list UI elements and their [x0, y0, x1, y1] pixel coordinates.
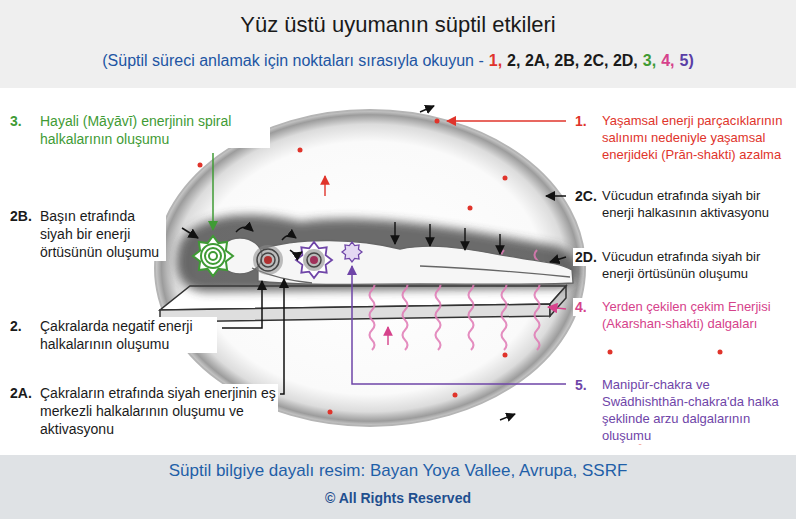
aura-ellipse: [155, 110, 585, 426]
callout-number: 5.: [573, 376, 589, 394]
bed-slab: [550, 286, 566, 316]
manipur-chakra: [307, 253, 321, 267]
red-dots: [503, 353, 508, 358]
leader-lines: [182, 121, 566, 394]
flow-arrows: [236, 106, 515, 420]
red-dots: [718, 350, 723, 355]
diagram-title: Yüz üstü uyumanın süptil etkileri: [0, 12, 796, 38]
callout-text: Çakralarda negatif enerji halkalarının o…: [38, 317, 217, 353]
leader-lines: [546, 195, 566, 197]
sequence-number: 1,: [489, 51, 502, 71]
leader-lines: [182, 228, 198, 238]
red-dots: [198, 163, 203, 168]
caption: Süptil bilgiye dayalı resim: Bayan Yoya …: [0, 460, 796, 481]
sequence-number: 2, 2A, 2B, 2C, 2D,: [507, 51, 638, 71]
spiral-chakra: [209, 252, 217, 260]
manipur-chakra: [310, 256, 318, 264]
manipur-chakra: [296, 242, 332, 278]
callout-number: 4.: [573, 298, 589, 316]
red-dots: [435, 119, 440, 124]
wave-up-arrow: [387, 327, 388, 345]
spiral-chakra: [205, 248, 221, 264]
callout-text: Başın etrafında siyah bir enerji örtüsün…: [38, 207, 166, 261]
callout-text: Hayali (Māyāvī) enerjinin spiral halkala…: [38, 112, 270, 148]
negative-chakra: [264, 256, 272, 264]
red-dots: [328, 410, 333, 415]
copyright-note: © All Rights Reserved: [0, 489, 796, 507]
callout-text: Manipūr-chakra ve Swādhishthān-chakra'da…: [600, 376, 790, 444]
leader-lines: [212, 153, 214, 230]
spiral-chakra: [193, 236, 233, 276]
negative-chakra: [253, 245, 283, 275]
flow-arrows: [282, 235, 296, 240]
negative-chakra: [261, 253, 275, 267]
swadhishthan-chakra: [342, 242, 362, 262]
flow-arrows: [464, 228, 465, 250]
negative-chakra: [257, 249, 279, 271]
callout-text: Vücudun etrafında siyah bir enerji halka…: [600, 187, 790, 221]
spiral-chakra: [201, 244, 225, 268]
spiral-chakra: [193, 236, 233, 276]
lying-body: [420, 266, 570, 277]
header-band: [0, 0, 796, 88]
flow-arrows: [429, 224, 430, 246]
lying-body: [218, 238, 573, 284]
callout-number: 1.: [573, 112, 589, 130]
callout-number: 2A.: [8, 384, 34, 402]
callout-text: Vücudun etrafında siyah bir enerji örtüs…: [600, 248, 790, 282]
red-dots: [468, 206, 473, 211]
energy-up-arrow: [324, 176, 325, 196]
flow-arrows: [236, 227, 253, 232]
red-dots: [298, 148, 303, 153]
sequence-number: 3,: [643, 51, 656, 71]
callout-number: 2D.: [573, 248, 599, 266]
leader-lines: [222, 281, 262, 328]
leader-lines: [280, 279, 284, 394]
manipur-chakra: [296, 242, 332, 278]
callout-number: 3.: [8, 112, 24, 130]
callout-number: 2.: [8, 317, 24, 335]
red-dots: [503, 176, 508, 181]
leader-lines: [548, 307, 566, 309]
flow-arrows: [499, 234, 500, 254]
callout-number: 2B.: [8, 207, 34, 225]
flow-arrows: [394, 222, 395, 244]
negative-chakra: [253, 245, 283, 275]
lying-body: [258, 240, 573, 284]
leader-lines: [352, 266, 566, 384]
sequence-number: 5): [680, 51, 694, 71]
leader-lines: [447, 120, 566, 122]
bed-slab: [160, 304, 550, 322]
red-dots: [453, 393, 458, 398]
body-shadow: [177, 215, 577, 292]
callout-text: Yaşamsal enerji parçacıklarının salınımı…: [600, 112, 790, 163]
sequence-number: 4,: [661, 51, 674, 71]
manipur-chakra: [303, 249, 325, 271]
callout-text: Çakraların etrafında siyah enerjinin eş …: [38, 384, 278, 438]
flow-arrows: [420, 106, 434, 112]
leader-lines: [550, 257, 566, 262]
flow-arrows: [500, 414, 515, 420]
swadhishthan-chakra: [342, 242, 362, 262]
subtitle-text: (Süptil süreci anlamak için noktaları sı…: [102, 51, 484, 71]
footer-band: [0, 455, 796, 519]
subtitle-row: (Süptil süreci anlamak için noktaları sı…: [0, 51, 796, 71]
flow-arrows: [290, 250, 302, 254]
callout-text: Yerden çekilen çekim Enerjisi (Akarshan-…: [600, 298, 790, 332]
red-dots: [608, 350, 613, 355]
callout-number: 2C.: [573, 187, 599, 205]
